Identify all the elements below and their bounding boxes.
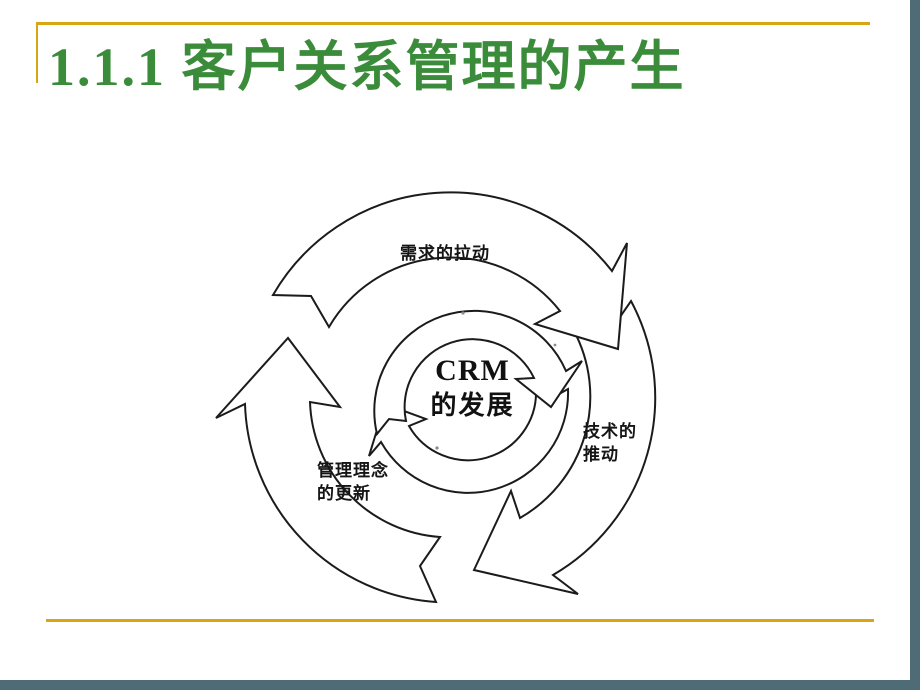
outer-arrow-management-renewal xyxy=(215,336,442,604)
footer-divider-line xyxy=(46,619,874,622)
title-accent-corner-line xyxy=(36,22,870,83)
diagram-center-development: 的发展 xyxy=(430,391,515,420)
inner-arrow-upper xyxy=(373,309,583,437)
scan-speckle xyxy=(435,446,439,450)
label-technology-push: 技术的 推动 xyxy=(583,420,637,466)
scan-speckle xyxy=(553,343,557,347)
cycle-arrows-graphic xyxy=(215,191,657,604)
label-technology-push-line1: 技术的 xyxy=(583,422,637,441)
label-demand-pull: 需求的拉动 xyxy=(400,244,490,263)
diagram-center-text: CRM 的发展 xyxy=(420,355,525,421)
label-management-renewal: 管理理念 的更新 xyxy=(317,459,389,505)
label-technology-push-line2: 推动 xyxy=(583,445,619,464)
bottom-frame-bar xyxy=(0,680,920,690)
label-management-renewal-line1: 管理理念 xyxy=(317,461,389,480)
right-frame-bar xyxy=(910,0,920,690)
diagram-center-crm: CRM xyxy=(435,354,510,387)
crm-development-cycle-diagram: 需求的拉动 技术的 推动 管理理念 的更新 CRM 的发展 xyxy=(215,185,675,625)
inner-arrow-lower xyxy=(368,387,570,494)
scan-speckle xyxy=(461,311,465,315)
label-management-renewal-line2: 的更新 xyxy=(317,484,371,503)
outer-arrow-demand-pull xyxy=(271,191,628,351)
outer-arrow-technology-push xyxy=(472,299,657,595)
slide-title: 1.1.1 客户关系管理的产生 xyxy=(48,37,686,97)
